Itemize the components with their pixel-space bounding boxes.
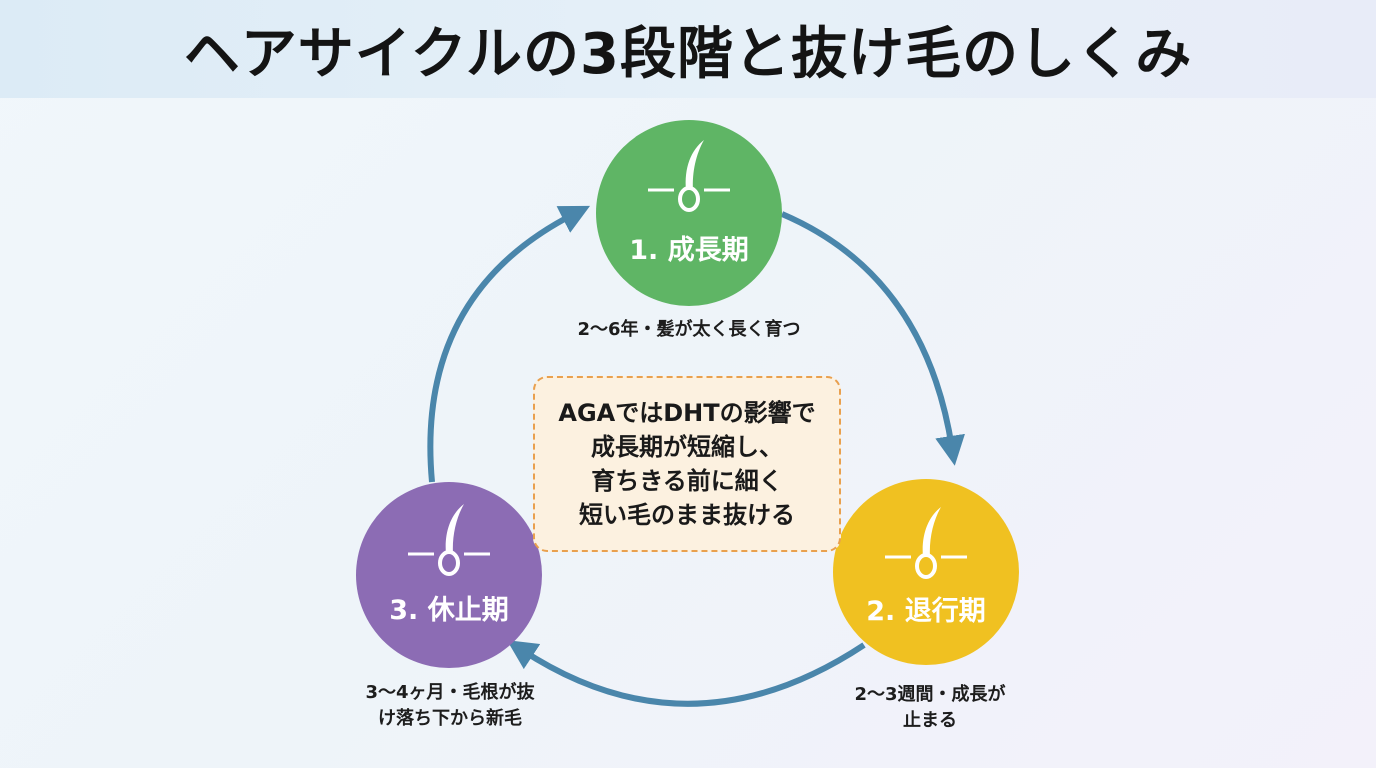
hair-follicle-icon — [408, 504, 490, 576]
stage-regression: 2. 退行期 — [833, 479, 1019, 665]
description-line: 2〜3週間・成長が — [854, 684, 1006, 705]
note-line: 育ちきる前に細く — [591, 467, 783, 495]
note-line: 成長期が短縮し、 — [591, 433, 783, 461]
arrow-growth-to-regression — [780, 211, 965, 466]
stage-label: 3. 休止期 — [389, 595, 509, 626]
stage-regression-description: 2〜3週間・成長が 止まる — [820, 682, 1040, 734]
note-line: AGAではDHTの影響で — [558, 399, 816, 427]
header-banner: ヘアサイクルの3段階と抜け毛のしくみ — [0, 0, 1376, 98]
stage-label: 1. 成長期 — [629, 235, 749, 266]
description-line: 止まる — [903, 710, 957, 731]
arrow-rest-to-growth — [427, 205, 591, 483]
stage-growth-description: 2〜6年・髪が太く長く育つ — [577, 319, 801, 340]
hair-follicle-icon — [648, 140, 730, 212]
stage-rest: 3. 休止期 — [356, 482, 542, 668]
note-line: 短い毛のまま抜ける — [579, 501, 795, 529]
stage-growth: 1. 成長期 — [596, 120, 782, 306]
aga-note-box: AGAではDHTの影響で 成長期が短縮し、 育ちきる前に細く 短い毛のまま抜ける — [533, 376, 841, 552]
description-line: 3〜4ヶ月・毛根が抜 — [365, 682, 535, 703]
arrow-regression-to-rest — [506, 640, 866, 707]
stage-rest-description: 3〜4ヶ月・毛根が抜 け落ち下から新毛 — [330, 680, 570, 732]
stage-label: 2. 退行期 — [866, 596, 986, 627]
hair-follicle-icon — [885, 507, 967, 579]
description-line: け落ち下から新毛 — [378, 708, 522, 729]
page-title: ヘアサイクルの3段階と抜け毛のしくみ — [183, 21, 1193, 87]
